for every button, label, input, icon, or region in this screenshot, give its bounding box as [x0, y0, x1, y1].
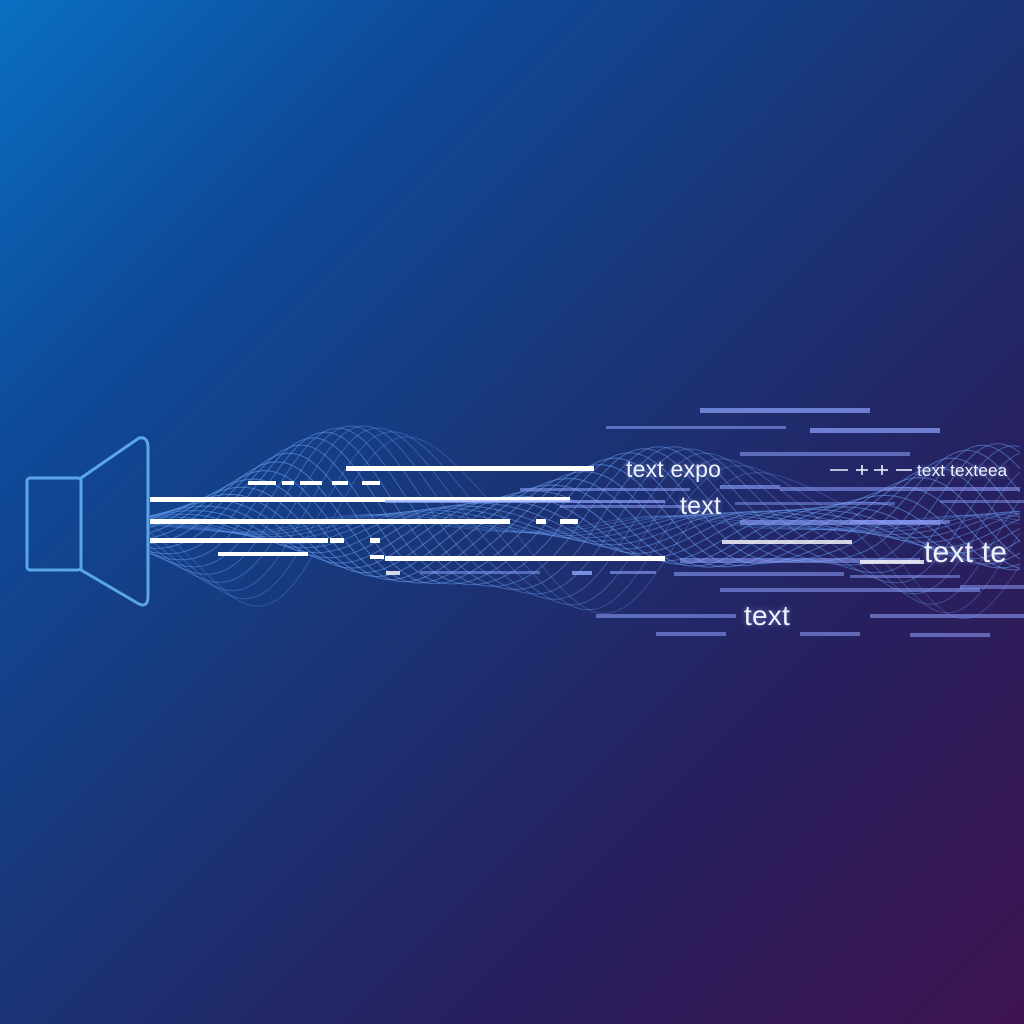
text-bar	[680, 558, 920, 563]
wave-line	[149, 502, 1021, 559]
wave-line	[149, 512, 1021, 538]
text-bar	[740, 520, 940, 525]
text-bar	[346, 466, 594, 471]
text-bar	[800, 632, 860, 636]
text-bar	[940, 500, 1024, 503]
text-bar	[560, 505, 690, 508]
text-bar	[282, 481, 294, 485]
label-text-expo: text expo	[626, 456, 722, 482]
wave-line	[149, 444, 1021, 585]
text-bar	[610, 571, 656, 574]
text-bar	[370, 555, 384, 559]
text-bar	[720, 485, 780, 489]
text-bar	[722, 540, 852, 544]
text-bar	[332, 481, 348, 485]
text-bar	[870, 614, 1024, 618]
wave-line	[149, 452, 1021, 585]
text-bar	[780, 487, 1020, 491]
text-bar	[720, 588, 980, 592]
wave-line	[149, 505, 1021, 554]
text-bar	[656, 632, 726, 636]
text-bar	[300, 481, 322, 485]
text-bar	[150, 519, 510, 524]
wave-line	[149, 431, 1021, 614]
label-text-1: text	[680, 492, 722, 520]
text-bar	[850, 575, 960, 578]
label-text-2: text	[744, 600, 790, 631]
text-bar	[596, 614, 736, 618]
label-text-te: text te	[924, 536, 1008, 569]
wave-line	[149, 509, 1021, 544]
text-bar	[330, 538, 344, 543]
text-bar	[674, 572, 844, 576]
wave-line	[149, 470, 1021, 583]
text-bar	[560, 519, 578, 524]
wave-line	[149, 484, 1021, 578]
wave-line	[149, 427, 1021, 590]
text-bar	[420, 571, 540, 574]
text-bar	[960, 585, 1024, 589]
wave-line	[149, 425, 1021, 595]
text-bar	[218, 552, 308, 556]
text-bar	[810, 428, 940, 433]
text-bar	[850, 520, 950, 524]
wave-line	[149, 514, 1021, 533]
text-bar	[606, 426, 786, 429]
text-bar	[385, 556, 665, 561]
text-bars	[150, 408, 1024, 637]
wave-line	[149, 499, 1021, 564]
wave-line	[149, 436, 1021, 620]
text-bar	[572, 571, 592, 575]
speaker-icon	[25, 436, 150, 607]
wave-line	[149, 507, 1021, 549]
text-bar	[150, 497, 570, 502]
text-bar	[735, 502, 895, 505]
text-bar	[520, 488, 690, 491]
text-bar	[860, 560, 924, 564]
text-bar	[370, 538, 380, 543]
wave-line	[149, 513, 1021, 535]
text-bar	[740, 452, 910, 456]
text-bar	[700, 408, 870, 413]
text-bar	[386, 571, 400, 575]
text-bar	[910, 633, 990, 637]
wave-line	[149, 437, 1021, 586]
text-bar	[536, 519, 546, 524]
text-bar	[248, 481, 276, 485]
label-text-texteea: text texteea	[917, 461, 1008, 480]
wave-line	[149, 427, 1021, 606]
text-bar	[150, 538, 328, 543]
wave-line	[149, 514, 1021, 534]
text-bar	[385, 500, 665, 503]
sound-waves	[149, 425, 1021, 620]
text-bar	[362, 481, 380, 485]
